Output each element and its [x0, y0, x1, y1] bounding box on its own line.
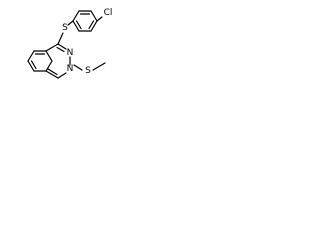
bond-p-b [57, 43, 67, 50]
atom-labels: Cl S N N S [62, 8, 112, 76]
bonds [27, 10, 106, 79]
bond-ring1-inner-3 [75, 20, 82, 30]
bond-q-e [45, 60, 53, 72]
atom-label-s-methyl: S [85, 66, 91, 76]
bond-ring1-e [72, 20, 80, 32]
bond-q-c [27, 60, 35, 72]
atom-label-n1: N [67, 64, 74, 74]
bond-c-s-aryl [67, 20, 74, 26]
atom-label-n3: N [67, 48, 74, 58]
bond-ring1-b [90, 10, 98, 22]
atom-label-cl: Cl [104, 8, 113, 18]
bond-ring1-f [72, 10, 80, 22]
bond-p-a [45, 43, 59, 52]
bond-p-e2 [47, 68, 58, 76]
atom-label-s-thioether: S [62, 23, 68, 33]
bond-p-d [57, 72, 67, 79]
bond-ring1-inner-2 [88, 20, 95, 30]
bond-q-inner-2 [30, 60, 37, 70]
bond-q-f [45, 50, 53, 62]
bond-ring1-c [90, 20, 98, 32]
bond-c2-s [73, 64, 83, 71]
chemical-structure-diagram: Cl S N N S [27, 8, 112, 79]
bond-c-cl [96, 16, 103, 22]
bond-p-b2 [56, 46, 65, 53]
bond-s-ch3 [92, 62, 106, 71]
bond-q-b [27, 50, 35, 62]
bond-p-e [45, 70, 59, 79]
bond-s-c4 [57, 32, 64, 45]
